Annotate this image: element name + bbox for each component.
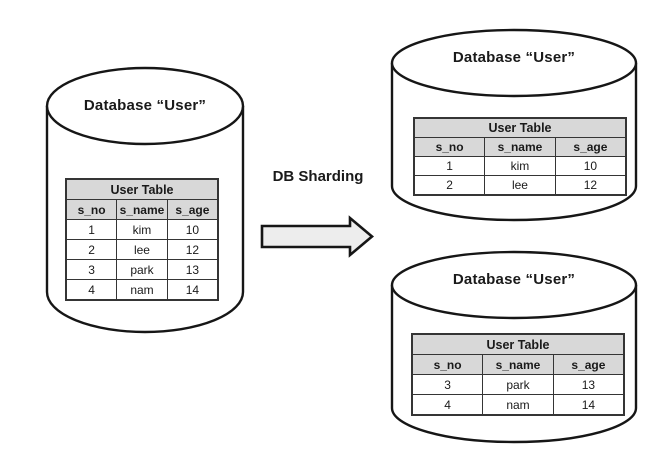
- table-cell: 13: [166, 259, 219, 280]
- table-cell: 1: [413, 156, 486, 176]
- table-cell: 14: [166, 279, 219, 301]
- table-cell: 2: [413, 175, 486, 196]
- table-cell: lee: [484, 175, 556, 196]
- table-cell: kim: [484, 156, 556, 176]
- database-cylinder-shard-top: Database “User” User Table s_no s_name s…: [390, 28, 638, 222]
- table-row: 4 nam 14: [411, 394, 625, 416]
- table-header-row: s_no s_name s_age: [413, 137, 627, 157]
- table-title: User Table: [413, 117, 627, 138]
- table-cell: 14: [552, 394, 625, 416]
- table-title-row: User Table: [411, 333, 625, 355]
- table-cell: 10: [166, 219, 219, 240]
- user-table-source: User Table s_no s_name s_age 1 kim 10 2 …: [65, 178, 219, 301]
- table-header-row: s_no s_name s_age: [411, 354, 625, 375]
- table-row: 3 park 13: [411, 374, 625, 395]
- column-header-s-no: s_no: [411, 354, 484, 375]
- table-cell: 12: [554, 175, 627, 196]
- table-cell: 4: [411, 394, 484, 416]
- table-cell: nam: [116, 279, 168, 301]
- column-header-s-no: s_no: [413, 137, 486, 157]
- table-title: User Table: [411, 333, 625, 355]
- database-title: Database “User”: [452, 49, 576, 66]
- table-row: 4 nam 14: [65, 279, 219, 301]
- table-cell: 3: [65, 259, 118, 280]
- sharding-arrow-icon: [260, 215, 375, 258]
- user-table-shard-bottom: User Table s_no s_name s_age 3 park 13 4…: [411, 333, 625, 416]
- table-cell: nam: [482, 394, 554, 416]
- database-title: Database “User”: [452, 271, 576, 288]
- table-row: 2 lee 12: [65, 239, 219, 260]
- database-title: Database “User”: [83, 97, 207, 114]
- table-row: 2 lee 12: [413, 175, 627, 196]
- table-cell: 1: [65, 219, 118, 240]
- table-cell: 12: [166, 239, 219, 260]
- database-cylinder-source: Database “User” User Table s_no s_name s…: [45, 66, 245, 334]
- user-table-shard-top: User Table s_no s_name s_age 1 kim 10 2 …: [413, 117, 627, 196]
- column-header-s-age: s_age: [554, 137, 627, 157]
- table-cell: 3: [411, 374, 484, 395]
- column-header-s-age: s_age: [166, 199, 219, 220]
- table-row: 3 park 13: [65, 259, 219, 280]
- table-cell: 10: [554, 156, 627, 176]
- table-row: 1 kim 10: [413, 156, 627, 176]
- table-cell: lee: [116, 239, 168, 260]
- table-cell: 4: [65, 279, 118, 301]
- table-title: User Table: [65, 178, 219, 200]
- column-header-s-name: s_name: [482, 354, 554, 375]
- arrow-label: DB Sharding: [272, 168, 364, 185]
- table-header-row: s_no s_name s_age: [65, 199, 219, 220]
- table-cell: park: [482, 374, 554, 395]
- database-cylinder-shard-bottom: Database “User” User Table s_no s_name s…: [390, 250, 638, 444]
- column-header-s-age: s_age: [552, 354, 625, 375]
- column-header-s-name: s_name: [484, 137, 556, 157]
- table-cell: 2: [65, 239, 118, 260]
- table-title-row: User Table: [65, 178, 219, 200]
- table-title-row: User Table: [413, 117, 627, 138]
- table-cell: 13: [552, 374, 625, 395]
- table-cell: park: [116, 259, 168, 280]
- column-header-s-name: s_name: [116, 199, 168, 220]
- column-header-s-no: s_no: [65, 199, 118, 220]
- table-cell: kim: [116, 219, 168, 240]
- table-row: 1 kim 10: [65, 219, 219, 240]
